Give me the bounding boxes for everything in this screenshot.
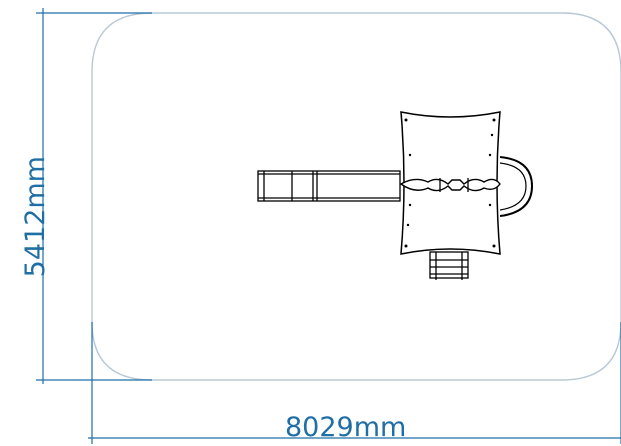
width-dimension-label: 8029mm — [285, 412, 407, 443]
height-dimension-label: 5412mm — [20, 156, 51, 278]
ladder-icon — [429, 251, 469, 280]
center-beam-icon — [399, 178, 501, 192]
width-dimension — [88, 322, 621, 444]
handrail-icon — [499, 156, 534, 217]
safety-area-outline — [91, 12, 621, 381]
slide-icon — [257, 170, 401, 202]
height-dimension — [36, 8, 152, 384]
playground-equipment-icon — [257, 111, 534, 280]
